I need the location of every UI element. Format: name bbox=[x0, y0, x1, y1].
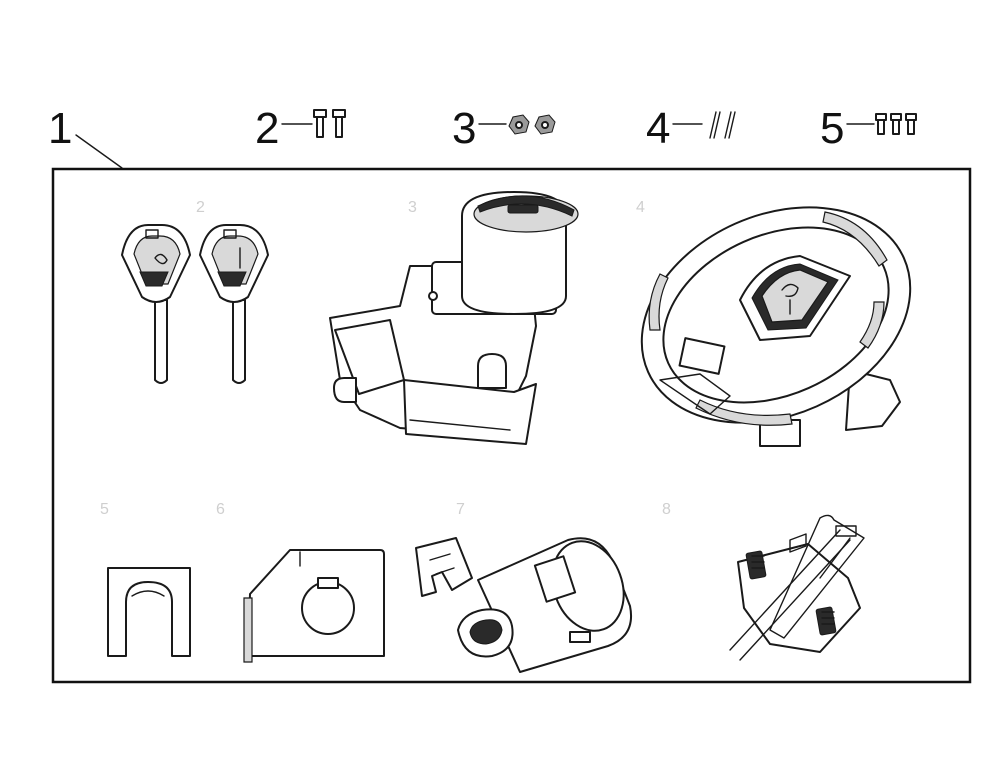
callout-3: 3 bbox=[452, 104, 556, 153]
seat-lock-icon bbox=[415, 537, 632, 673]
inner-label-2: 2 bbox=[196, 199, 205, 216]
inner-labels: 2 3 4 5 6 7 8 bbox=[100, 199, 671, 518]
screw-icon bbox=[875, 113, 917, 135]
u-clip-icon bbox=[107, 567, 191, 657]
callout-1-leader bbox=[75, 134, 123, 169]
callout-4-number: 4 bbox=[646, 104, 670, 153]
callout-3-number: 3 bbox=[452, 104, 476, 153]
inner-label-6: 6 bbox=[216, 501, 225, 518]
inner-label-7: 7 bbox=[456, 501, 465, 518]
callout-5-number: 5 bbox=[820, 104, 844, 153]
lock-plate-icon bbox=[243, 549, 385, 663]
inner-label-5: 5 bbox=[100, 501, 109, 518]
nut-icon bbox=[508, 114, 556, 135]
inner-label-4: 4 bbox=[636, 199, 645, 216]
fuel-cap-icon bbox=[640, 206, 912, 447]
inner-label-8: 8 bbox=[662, 501, 671, 518]
callout-5: 5 bbox=[820, 104, 917, 153]
callout-1-number: 1 bbox=[48, 104, 72, 153]
callout-4: 4 bbox=[646, 104, 736, 153]
kit-frame bbox=[51, 167, 972, 684]
bolt-icon bbox=[313, 109, 346, 138]
ignition-switch-icon bbox=[329, 191, 579, 445]
pin-icon bbox=[709, 111, 736, 139]
callout-2-number: 2 bbox=[255, 104, 279, 153]
callout-2: 2 bbox=[255, 104, 346, 153]
callout-1: 1 bbox=[48, 104, 123, 169]
latch-bracket-icon bbox=[729, 514, 865, 661]
key-icon bbox=[121, 224, 191, 384]
inner-label-3: 3 bbox=[408, 199, 417, 216]
key-icon bbox=[199, 224, 269, 384]
